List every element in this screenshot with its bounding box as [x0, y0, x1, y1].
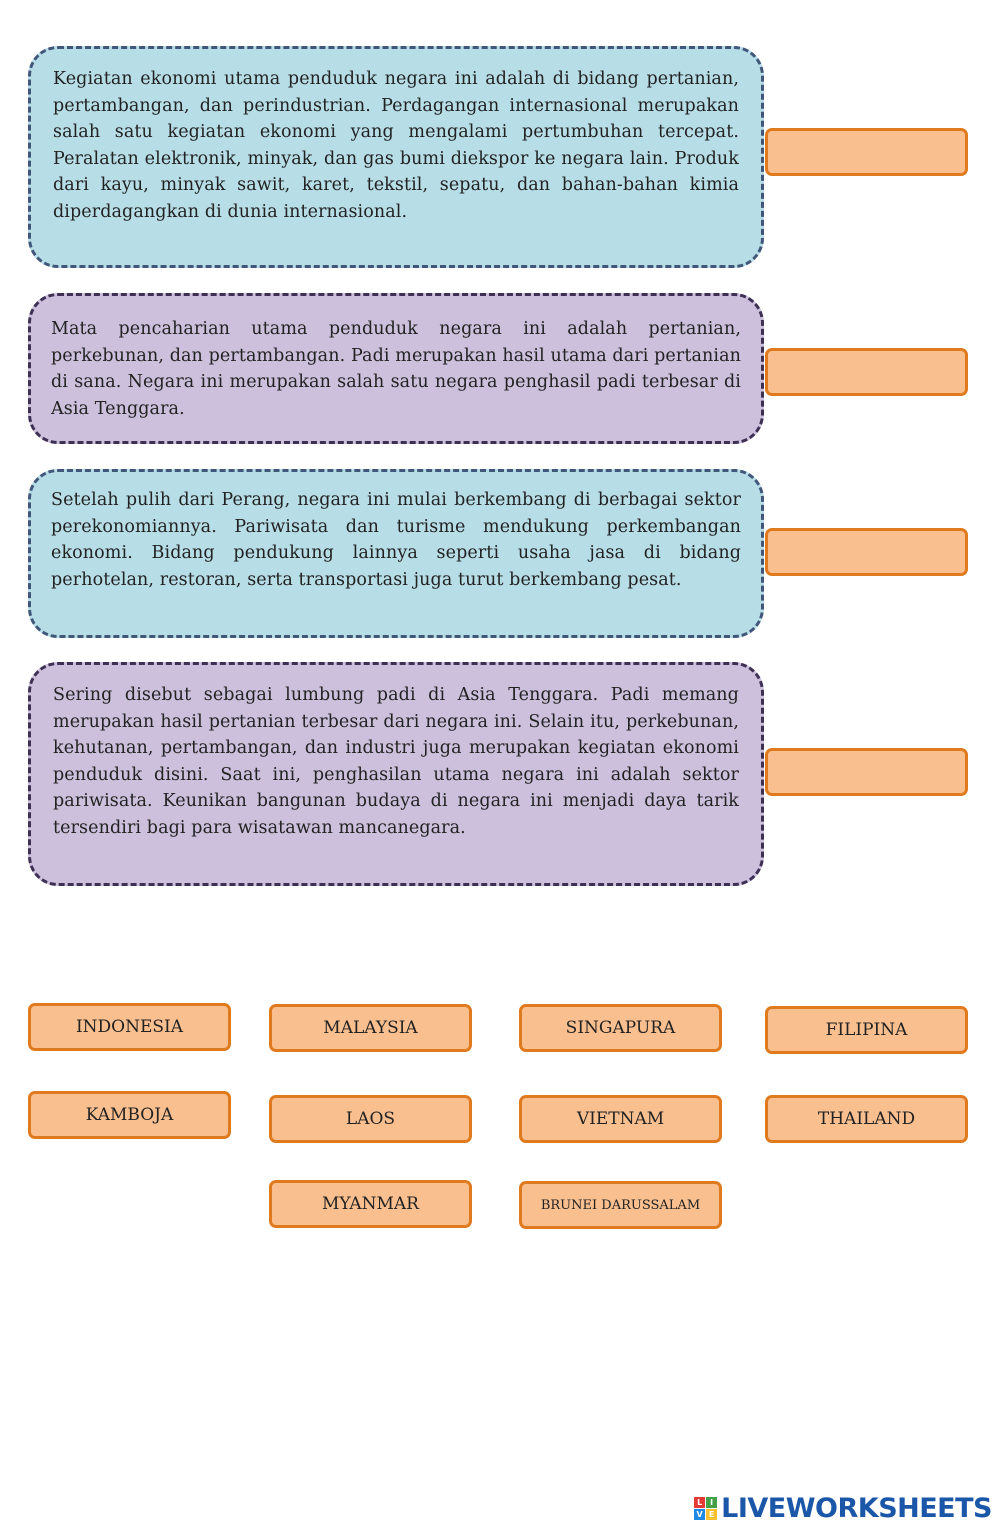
answer-chip-kamboja[interactable]: KAMBOJA: [28, 1091, 231, 1139]
question-text-2: Mata pencaharian utama penduduk negara i…: [51, 319, 741, 419]
logo-mark-cell: E: [706, 1509, 718, 1520]
liveworksheets-logo-mark: L I V E: [694, 1497, 718, 1520]
answer-chip-indonesia[interactable]: INDONESIA: [28, 1003, 231, 1051]
logo-mark-cell: L: [694, 1497, 706, 1508]
answer-chip-brunei-darussalam[interactable]: BRUNEI DARUSSALAM: [519, 1181, 722, 1229]
liveworksheets-logo: L I V E LIVEWORKSHEETS: [694, 1493, 992, 1524]
answer-drop-zone-4[interactable]: [765, 748, 968, 796]
answer-chip-malaysia[interactable]: MALAYSIA: [269, 1004, 472, 1052]
answer-chip-filipina[interactable]: FILIPINA: [765, 1006, 968, 1054]
answer-drop-zone-3[interactable]: [765, 528, 968, 576]
answer-chip-singapura[interactable]: SINGAPURA: [519, 1004, 722, 1052]
question-text-4: Sering disebut sebagai lumbung padi di A…: [53, 685, 739, 838]
answer-chip-myanmar[interactable]: MYANMAR: [269, 1180, 472, 1228]
answer-drop-zone-2[interactable]: [765, 348, 968, 396]
answer-chip-vietnam[interactable]: VIETNAM: [519, 1095, 722, 1143]
question-card-4: Sering disebut sebagai lumbung padi di A…: [28, 662, 764, 886]
answer-chip-thailand[interactable]: THAILAND: [765, 1095, 968, 1143]
question-text-1: Kegiatan ekonomi utama penduduk negara i…: [53, 69, 739, 222]
question-card-1: Kegiatan ekonomi utama penduduk negara i…: [28, 46, 764, 268]
answer-chip-laos[interactable]: LAOS: [269, 1095, 472, 1143]
question-card-3: Setelah pulih dari Perang, negara ini mu…: [28, 469, 764, 638]
answer-drop-zone-1[interactable]: [765, 128, 968, 176]
question-text-3: Setelah pulih dari Perang, negara ini mu…: [51, 490, 741, 590]
logo-mark-cell: V: [694, 1509, 706, 1520]
brand-name: LIVEWORKSHEETS: [721, 1493, 992, 1524]
logo-mark-cell: I: [706, 1497, 718, 1508]
question-card-2: Mata pencaharian utama penduduk negara i…: [28, 293, 764, 444]
